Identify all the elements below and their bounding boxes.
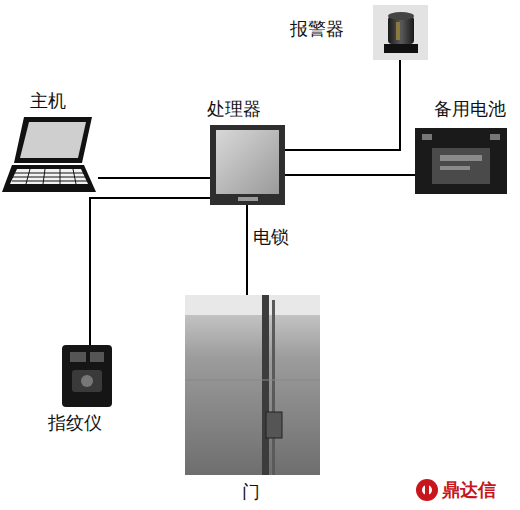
component-label: 报警器 — [290, 19, 344, 39]
component-label: 处理器 — [207, 99, 261, 119]
wire-line — [285, 60, 400, 150]
alarm-picture — [373, 5, 428, 60]
battery-picture — [415, 128, 507, 194]
wire — [247, 205, 248, 295]
wire-line — [90, 198, 210, 345]
door-picture — [185, 295, 320, 475]
door-node: 门 — [185, 295, 320, 475]
processor-picture — [210, 125, 285, 205]
component-label: 主机 — [30, 91, 66, 111]
fingerprint-node: 指纹仪 — [62, 345, 112, 407]
alarm-node: 报警器 — [373, 5, 428, 60]
watermark: 鼎达信 — [442, 480, 496, 500]
wire — [285, 175, 415, 176]
wire — [98, 178, 210, 179]
laptop-picture — [2, 117, 96, 192]
battery-node: 备用电池 — [415, 128, 507, 194]
component-label: 门 — [242, 482, 260, 502]
wire-line — [285, 174, 415, 176]
wire — [285, 60, 400, 150]
wire-line — [98, 177, 210, 179]
fingerprint-picture — [62, 345, 112, 407]
watermark-icon — [416, 479, 438, 501]
component-label: 指纹仪 — [48, 413, 102, 433]
wire — [90, 198, 210, 345]
host-node: 主机 — [3, 115, 98, 195]
component-label: 备用电池 — [434, 99, 506, 119]
wire-line — [246, 205, 248, 295]
processor-node: 处理器 — [210, 125, 285, 205]
wire-label: 电锁 — [253, 227, 289, 247]
